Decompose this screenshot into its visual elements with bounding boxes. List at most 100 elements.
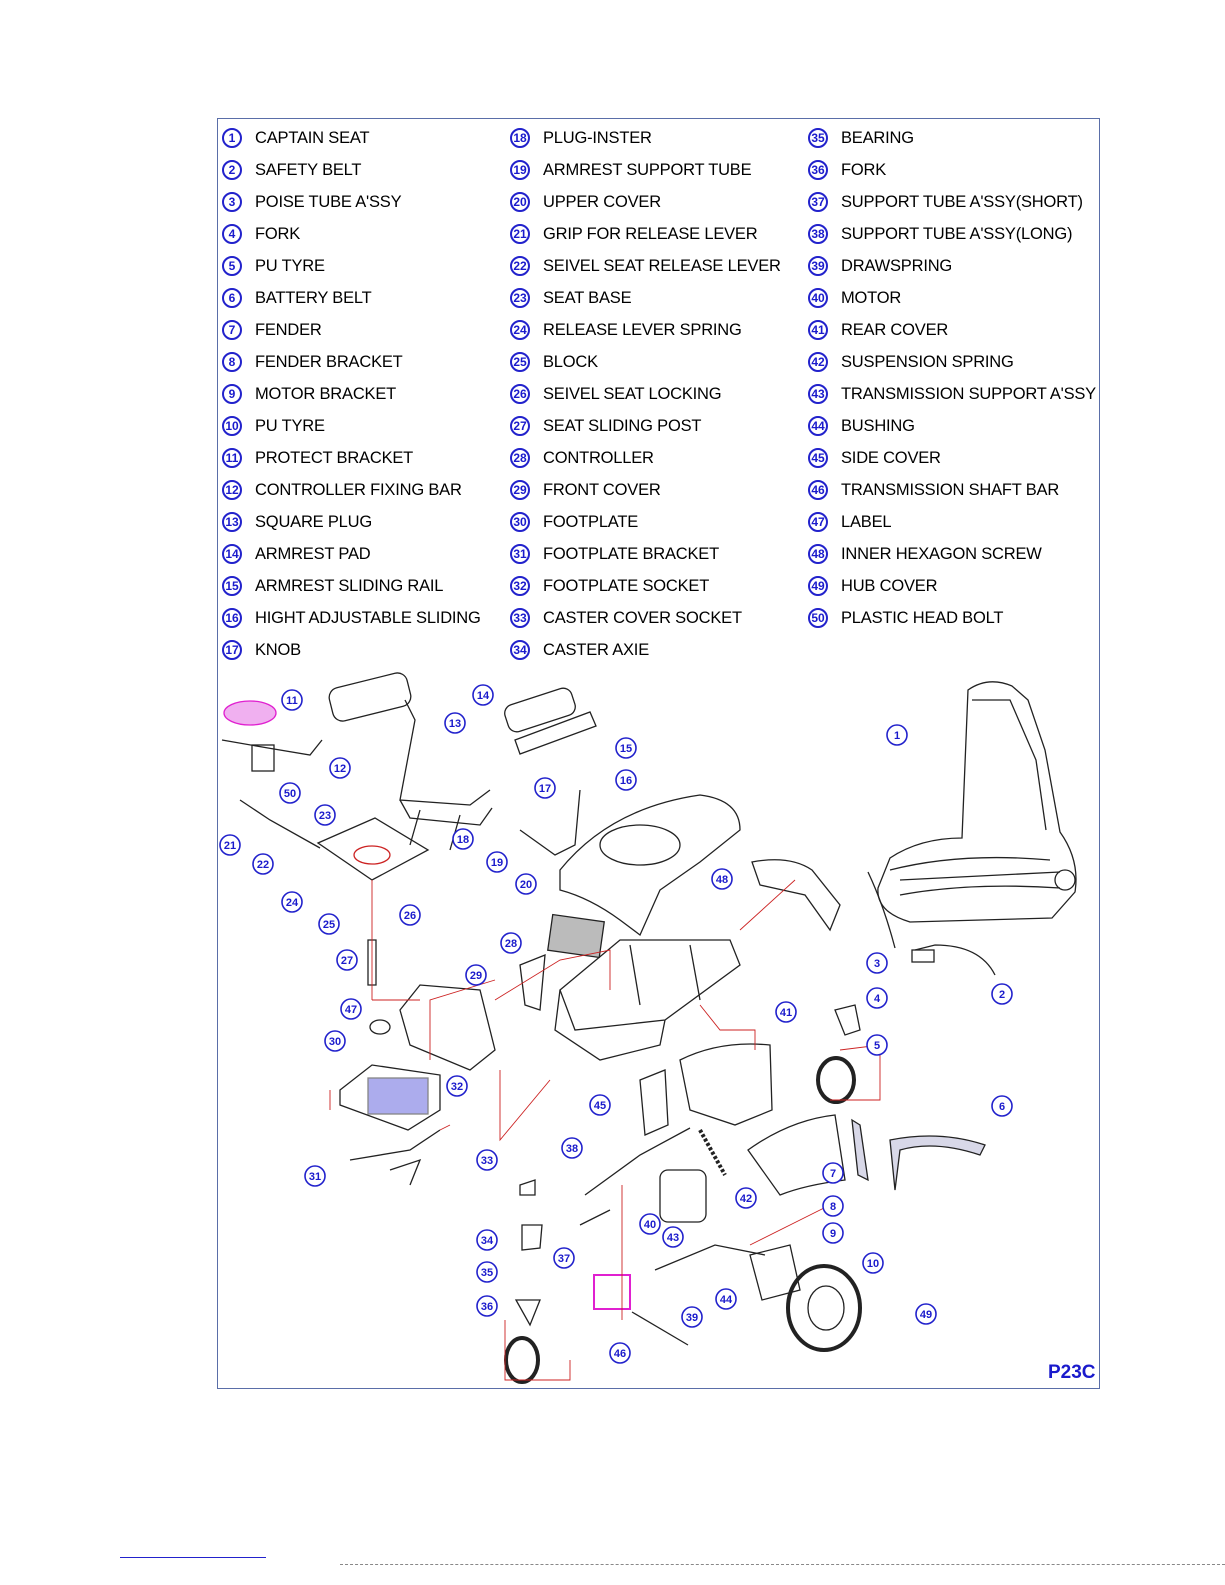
callout-balloon: 44 <box>715 1288 737 1310</box>
label-sketch <box>369 1019 391 1035</box>
callout-balloon: 10 <box>862 1252 884 1274</box>
part-name: CONTROLLER <box>543 448 654 467</box>
callout-circle <box>715 1288 737 1310</box>
callout-number: 8 <box>830 1201 836 1213</box>
part-name: FENDER BRACKET <box>255 352 403 371</box>
callout-balloon: 50 <box>279 782 301 804</box>
callout-circle <box>476 1261 498 1283</box>
part-number-badge: 40 <box>808 288 828 308</box>
part-name: ARMREST SLIDING RAIL <box>255 576 444 595</box>
part-number-badge: 41 <box>808 320 828 340</box>
callout-circle <box>681 1306 703 1328</box>
part-number-badge: 12 <box>222 480 242 500</box>
callout-circle <box>324 1030 346 1052</box>
part-name: TRANSMISSION SHAFT BAR <box>841 480 1060 499</box>
callout-balloon: 38 <box>561 1137 583 1159</box>
drive-wheel-hub-sketch <box>807 1285 845 1331</box>
part-name: BUSHING <box>841 416 915 435</box>
part-number-badge: 14 <box>222 544 242 564</box>
callout-number: 20 <box>520 879 532 891</box>
safety-belt-sketch <box>867 871 896 949</box>
captain-seat-sketch <box>877 681 1077 923</box>
callout-number: 3 <box>874 958 880 970</box>
callout-circle <box>281 891 303 913</box>
callout-number: 26 <box>404 910 416 922</box>
callout-circle <box>639 1213 661 1235</box>
armrest-right-sketch <box>504 687 597 856</box>
callout-balloon: 32 <box>446 1075 468 1097</box>
callout-balloon: 31 <box>304 1165 326 1187</box>
part-number-badge: 8 <box>222 352 242 372</box>
front-wheel-sketch <box>816 1056 856 1104</box>
part-number-badge: 49 <box>808 576 828 596</box>
part-name: SUPPORT TUBE A'SSY(SHORT) <box>841 192 1083 211</box>
part-number-badge: 44 <box>808 416 828 436</box>
callout-circle <box>991 983 1013 1005</box>
callout-circle <box>991 1095 1013 1117</box>
callout-balloon: 7 <box>822 1162 844 1184</box>
callout-circle <box>822 1162 844 1184</box>
part-name: MOTOR <box>841 288 902 307</box>
part-name: PLUG-INSTER <box>543 128 652 147</box>
transmission-support-sketch <box>654 1244 766 1271</box>
part-name: SEAT BASE <box>543 288 632 307</box>
part-name: BEARING <box>841 128 914 147</box>
callout-circle <box>866 952 888 974</box>
callout-number: 2 <box>999 989 1005 1001</box>
callout-number: 36 <box>481 1301 493 1313</box>
safety-belt-strap-sketch <box>914 944 996 976</box>
callout-balloon: 26 <box>399 904 421 926</box>
callout-circle <box>615 769 637 791</box>
callout-number: 16 <box>620 775 632 787</box>
callout-circle <box>615 737 637 759</box>
part-number-badge: 2 <box>222 160 242 180</box>
callout-number: 23 <box>319 810 331 822</box>
callout-balloon: 17 <box>534 777 556 799</box>
part-name: LABEL <box>841 512 892 531</box>
part-number-badge: 9 <box>222 384 242 404</box>
diagram-frame <box>217 118 1100 1389</box>
part-name: SEIVEL SEAT RELEASE LEVER <box>543 256 781 275</box>
part-number-badge: 25 <box>510 352 530 372</box>
part-name: TRANSMISSION SUPPORT A'SSY <box>841 384 1096 403</box>
poise-tube-sketch <box>751 859 841 932</box>
part-number-badge: 39 <box>808 256 828 276</box>
callout-number: 13 <box>449 718 461 730</box>
part-name: FOOTPLATE SOCKET <box>543 576 710 595</box>
caster-stack-sketch <box>514 1179 543 1327</box>
callout-number: 48 <box>716 874 728 886</box>
callout-balloon: 48 <box>711 868 733 890</box>
callout-circle <box>318 913 340 935</box>
callout-balloon: 37 <box>553 1247 575 1269</box>
part-name: FORK <box>255 224 301 243</box>
part-name: SUSPENSION SPRING <box>841 352 1014 371</box>
callout-circle <box>915 1303 937 1325</box>
part-number-badge: 36 <box>808 160 828 180</box>
callout-circle <box>886 724 908 746</box>
callout-number: 5 <box>874 1040 880 1052</box>
callout-balloon: 5 <box>866 1034 888 1056</box>
part-name: PU TYRE <box>255 416 325 435</box>
callout-circle <box>553 1247 575 1269</box>
part-number-badge: 22 <box>510 256 530 276</box>
callout-circle <box>252 853 274 875</box>
part-number-badge: 6 <box>222 288 242 308</box>
footer-underline <box>120 1557 266 1558</box>
callout-balloon: 11 <box>281 689 303 711</box>
callout-balloon: 47 <box>340 998 362 1020</box>
callout-balloon: 14 <box>472 684 494 706</box>
callout-number: 35 <box>481 1267 493 1279</box>
